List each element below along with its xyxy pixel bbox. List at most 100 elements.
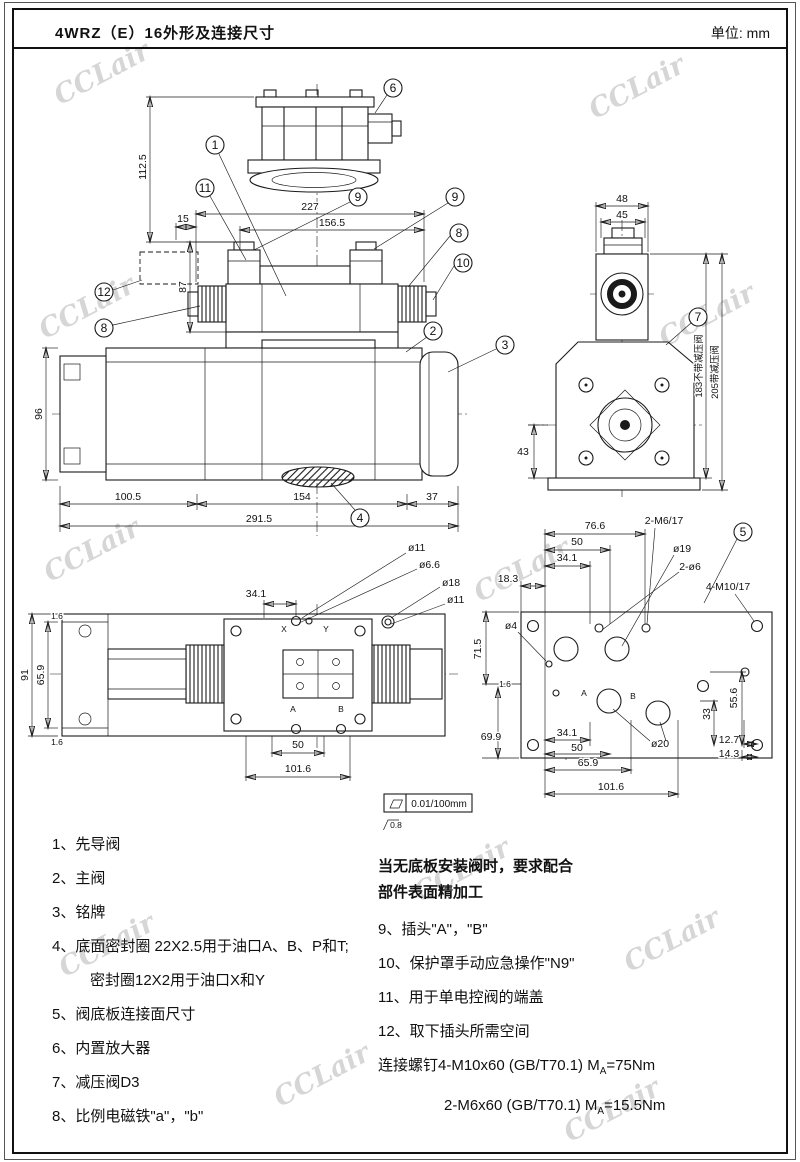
port-label: B <box>338 704 344 714</box>
callout-number: 12 <box>97 285 111 299</box>
dim-label: 96 <box>33 408 45 420</box>
callout-1 <box>205 135 225 155</box>
dim-label: 37 <box>426 491 438 503</box>
port-label: Y <box>323 624 329 634</box>
legend-item-4: 4、底面密封圈 22X2.5用于油口A、B、P和T; <box>52 938 349 955</box>
callout-2 <box>423 321 443 341</box>
callout-number: 11 <box>199 181 212 195</box>
mounting-pattern-view: A B <box>520 611 773 759</box>
callouts: 6 1 11 9 9 8 10 12 8 2 3 4 <box>94 78 753 604</box>
callout-number: 2 <box>430 324 437 338</box>
dim-label: 291.5 <box>246 513 272 525</box>
callout-number: 8 <box>101 321 108 335</box>
drawing-title: 4WRZ（E）16外形及连接尺寸 <box>55 25 276 42</box>
port-label: B <box>630 691 636 701</box>
callout-number: 5 <box>740 525 747 539</box>
legend-item-2: 2、主阀 <box>52 870 106 887</box>
dim-label: 87 <box>177 281 189 293</box>
dim-label: ø11 <box>447 594 464 606</box>
dim-label: 156.5 <box>319 217 345 229</box>
front-view-dimensions: 112.5 227 156.5 15 87 96 100.5 154 37 29… <box>32 97 458 532</box>
dim-label: 45 <box>616 209 628 221</box>
callout-7 <box>688 307 708 327</box>
pilot-valve-front-view <box>139 241 437 349</box>
screw-spec-1-sub: A <box>599 1066 607 1077</box>
dim-label: 50 <box>292 739 304 751</box>
dim-label: ø19 <box>673 543 691 555</box>
flatness-callout: 0.01/100mm 0.8 <box>383 793 473 830</box>
dim-label: 69.9 <box>481 731 502 743</box>
dim-label: 43 <box>517 446 529 458</box>
dim-label: ø18 <box>442 577 460 589</box>
callout-8 <box>449 223 469 243</box>
sheet-inner-border <box>12 8 788 1154</box>
callout-number: 7 <box>695 310 702 324</box>
port-label: X <box>281 624 287 634</box>
screw-spec-2: 2-M6x60 (GB/T70.1) MA=15.5Nm <box>378 1095 780 1122</box>
mounting-note-line-2: 部件表面精加工 <box>378 884 484 901</box>
callout-8 <box>94 318 114 338</box>
screw-spec-1: 连接螺钉4-M10x60 (GB/T70.1) MA=75Nm <box>378 1055 780 1082</box>
screw-spec-2-torque: =15.5Nm <box>604 1097 666 1114</box>
callout-12 <box>94 282 114 302</box>
main-valve-front-view <box>59 339 459 488</box>
flatness-value: 0.01/100mm <box>411 799 467 810</box>
side-view-dimensions: 48 45 43 183不带减压阀 205带减压阀 <box>516 192 728 490</box>
screw-spec-2-text: 2-M6x60 (GB/T70.1) M <box>444 1097 598 1114</box>
legend-item-7: 7、减压阀D3 <box>52 1074 140 1091</box>
dim-label: 34.1 <box>246 588 267 600</box>
legend-item-3: 3、铭牌 <box>52 904 106 921</box>
unit-label: 单位: mm <box>710 25 770 41</box>
screw-spec-2-sub: A <box>597 1106 605 1117</box>
dim-label: 227 <box>301 201 319 213</box>
dim-label: 91 <box>19 669 31 681</box>
legend-right: 当无底板安装阀时，要求配合 部件表面精加工 9、插头"A"，"B" 10、保护罩… <box>378 856 780 1135</box>
dim-label: 4-M10/17 <box>706 581 751 593</box>
dim-label: 2-ø6 <box>679 561 701 573</box>
screw-spec-1-torque: =75Nm <box>606 1057 656 1074</box>
dim-label: ø4 <box>505 620 517 632</box>
legend-item-6: 6、内置放大器 <box>52 1040 151 1057</box>
legend-left: 1、先导阀 2、主阀 3、铭牌 4、底面密封圈 22X2.5用于油口A、B、P和… <box>52 834 372 1140</box>
dim-label: 12.7 <box>719 734 740 746</box>
legend-item-4-cont: 密封圈12X2用于油口X和Y <box>90 972 266 989</box>
dim-label: 1.6 <box>499 679 511 689</box>
callout-10 <box>453 253 473 273</box>
legend-item-11: 11、用于单电控阀的端盖 <box>378 989 544 1006</box>
dim-label: ø20 <box>651 738 669 750</box>
dim-label: 50 <box>571 536 583 548</box>
callout-number: 1 <box>212 138 219 152</box>
dim-label: 154 <box>293 491 311 503</box>
dim-label: 34.1 <box>557 727 578 739</box>
header-divider <box>12 47 788 49</box>
dim-label: 101.6 <box>285 763 311 775</box>
dim-label: 1.6 <box>51 737 63 747</box>
legend-item-10: 10、保护罩手动应急操作"N9" <box>378 955 575 972</box>
port-label: A <box>581 688 587 698</box>
callout-number: 9 <box>452 190 459 204</box>
dim-label: 1.6 <box>51 611 63 621</box>
dim-label: 183不带减压阀 <box>693 334 705 397</box>
callout-number: 9 <box>355 190 362 204</box>
callout-number: 6 <box>390 81 397 95</box>
legend-item-8: 8、比例电磁铁"a"，"b" <box>52 1108 204 1125</box>
dim-label: 18.3 <box>498 573 519 585</box>
dim-label: 205带减压阀 <box>709 345 721 399</box>
amplifier-view <box>247 89 402 193</box>
dim-label: 50 <box>571 742 583 754</box>
surface-finish-value: 0.8 <box>390 820 402 830</box>
top-plan-dimensions: ø11 ø6.6 ø18 ø11 34.1 91 65.9 1.6 1.6 50… <box>18 541 466 781</box>
callout-11 <box>195 178 215 198</box>
callout-number: 4 <box>357 511 364 525</box>
dim-label: 76.6 <box>585 520 606 532</box>
dim-label: 100.5 <box>115 491 141 503</box>
dim-label: 14.3 <box>719 748 740 760</box>
mounting-note-line-1: 当无底板安装阀时，要求配合 <box>378 858 574 875</box>
callout-6 <box>383 78 403 98</box>
legend-item-12: 12、取下插头所需空间 <box>378 1023 530 1040</box>
dim-label: 65.9 <box>35 665 47 686</box>
dim-label: 2-M6/17 <box>645 515 684 527</box>
dim-label: 34.1 <box>557 552 578 564</box>
callout-9 <box>445 187 465 207</box>
port-label: A <box>290 704 296 714</box>
